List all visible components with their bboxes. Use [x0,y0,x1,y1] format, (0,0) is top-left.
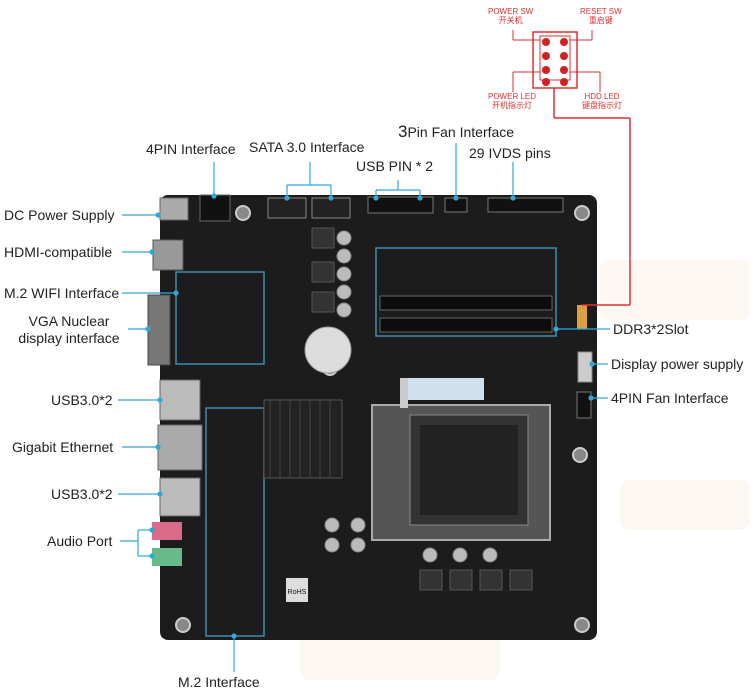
label-vga: VGA Nuclear display interface [18,313,120,346]
hdmi-port [152,239,184,271]
label-dc-power: DC Power Supply [4,207,115,223]
label-audio: Audio Port [47,533,113,549]
front-panel-diagram [512,30,631,306]
audio-port-pink [152,522,182,540]
usb3-port-top [159,379,201,421]
cpu-socket [371,378,551,541]
m2-wifi-area [175,271,265,365]
label-4pin-fan: 4PIN Fan Interface [611,390,729,406]
label-ivds: 29 IVDS pins [469,145,551,161]
vga-port [147,294,171,366]
audio-port-green [152,548,182,566]
label-gigabit: Gigabit Ethernet [12,439,114,455]
label-ddr3: DDR3*2Slot [613,321,689,337]
heatsink [263,399,343,479]
lvds-header [487,197,564,213]
ddr3-slot-1 [379,295,553,311]
label-usb3-top: USB3.0*2 [51,392,113,408]
sata-port-2 [311,197,351,219]
rohs-mark: RoHS [288,589,307,596]
sata-port-1 [267,197,307,219]
label-3pin-fan: 3Pin Fan Interface [398,122,515,141]
label-sata: SATA 3.0 Interface [249,139,365,155]
front-panel-header [577,305,587,329]
hdd-led-label: HDD LED 键盘指示灯 [582,92,622,110]
label-m2-wifi: M.2 WIFI Interface [4,285,120,301]
4pin-fan-header [576,391,592,419]
usb3-port-bottom [159,477,201,517]
dc-power-port [159,197,189,221]
label-usb3-bottom: USB3.0*2 [51,486,113,502]
ddr3-area [375,247,557,337]
ethernet-port [157,424,203,471]
reset-sw-label: RESET SW 重启键 [580,7,622,25]
label-m2: M.2 Interface [178,674,260,690]
ddr3-slot-2 [379,317,553,333]
label-4pin: 4PIN Interface [146,141,236,157]
power-sw-label: POWER SW 开关机 [488,7,534,25]
4pin-power-header [199,194,231,222]
cmos-battery [304,326,352,374]
label-hdmi: HDMI-compatible [4,244,113,260]
sticker [408,378,484,400]
label-display-power: Display power supply [611,356,744,372]
power-led-label: POWER LED 开机指示灯 [488,92,537,110]
label-usb-pin: USB PIN * 2 [356,158,434,174]
usb-pin-header [367,196,434,214]
display-power-connector [577,351,593,383]
